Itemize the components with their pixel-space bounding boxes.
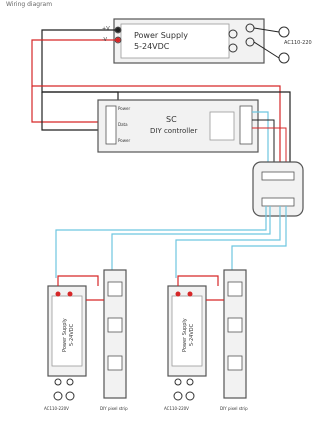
ac-live-symbol-icon	[278, 26, 290, 38]
top-power-supply-label-panel	[120, 23, 230, 59]
ac-live-symbol-icon	[53, 391, 63, 401]
pixel-led-icon	[227, 355, 243, 371]
cyan-data-wire	[252, 111, 269, 170]
controller-pin-label: Power	[118, 106, 131, 111]
red-terminal-dot-icon	[55, 291, 61, 297]
top-psu-plus-label: +V	[102, 26, 110, 32]
controller-label-line1: SC	[166, 115, 177, 124]
red-wire	[31, 86, 106, 123]
black-wire	[41, 92, 106, 131]
red-terminal-dot-icon	[67, 291, 73, 297]
cyan-data-wire	[55, 206, 267, 278]
lower-right-psu-label-line1: Power Supply	[182, 318, 188, 352]
black-wire	[42, 91, 291, 170]
controller-terminal-block	[105, 105, 117, 145]
controller-label-line2: DIY controller	[150, 127, 198, 135]
top-psu-ac-label: AC110-220	[284, 40, 312, 46]
red-wire	[177, 275, 219, 286]
ac-wire	[253, 41, 280, 59]
ac-terminal-icon	[54, 378, 62, 386]
ac-neutral-symbol-icon	[65, 391, 75, 401]
ac-terminal-icon	[186, 378, 194, 386]
ac-terminal-icon	[66, 378, 74, 386]
top-psu-label-line2: 5-24VDC	[134, 42, 170, 51]
cyan-data-wire	[175, 206, 281, 278]
controller-pin-label: Data	[118, 122, 128, 127]
lower-left-psu-panel	[51, 295, 83, 367]
black-terminal-dot-icon	[115, 27, 121, 33]
ac-live-symbol-icon	[173, 391, 183, 401]
pixel-led-icon	[107, 281, 123, 297]
red-wire	[57, 275, 99, 286]
ac-terminal-icon	[174, 378, 182, 386]
lower-right-psu-label-line2: 5-24VDC	[189, 323, 195, 346]
top-psu-label-line1: Power Supply	[134, 31, 188, 40]
lower-left-strip-label: DIY pixel strip	[100, 406, 128, 411]
pixel-led-icon	[227, 317, 243, 333]
pixel-led-icon	[107, 317, 123, 333]
ac-neutral-symbol-icon	[185, 391, 195, 401]
red-terminal-dot-icon	[175, 291, 181, 297]
controller-pin-label: Power	[118, 138, 131, 143]
cyan-data-wire	[231, 206, 287, 270]
lower-left-ac-label: AC110-220V	[44, 406, 69, 411]
ac-neutral-symbol-icon	[278, 52, 290, 64]
pixel-led-icon	[107, 355, 123, 371]
black-wire	[252, 119, 275, 170]
ac-wire	[253, 27, 280, 33]
top-psu-terminal-icon	[228, 43, 238, 53]
diagram-title: Wiring diagram	[6, 1, 53, 8]
red-terminal-dot-icon	[115, 37, 121, 43]
pixel-led-icon	[227, 281, 243, 297]
red-wire	[252, 127, 287, 170]
top-psu-minus-label: -V	[102, 37, 107, 43]
lower-right-psu-panel	[171, 295, 203, 367]
controller-output-block	[239, 105, 253, 145]
cyan-data-wire	[111, 206, 271, 270]
lower-right-strip-label: DIY pixel strip	[220, 406, 248, 411]
controller-panel	[209, 111, 235, 141]
top-psu-terminal-icon	[228, 29, 238, 39]
splitter-box	[252, 161, 304, 217]
red-terminal-dot-icon	[187, 291, 193, 297]
lower-right-ac-label: AC110-220V	[164, 406, 189, 411]
lower-left-psu-label-line2: 5-24VDC	[69, 323, 75, 346]
lower-left-psu-label-line1: Power Supply	[62, 318, 68, 352]
